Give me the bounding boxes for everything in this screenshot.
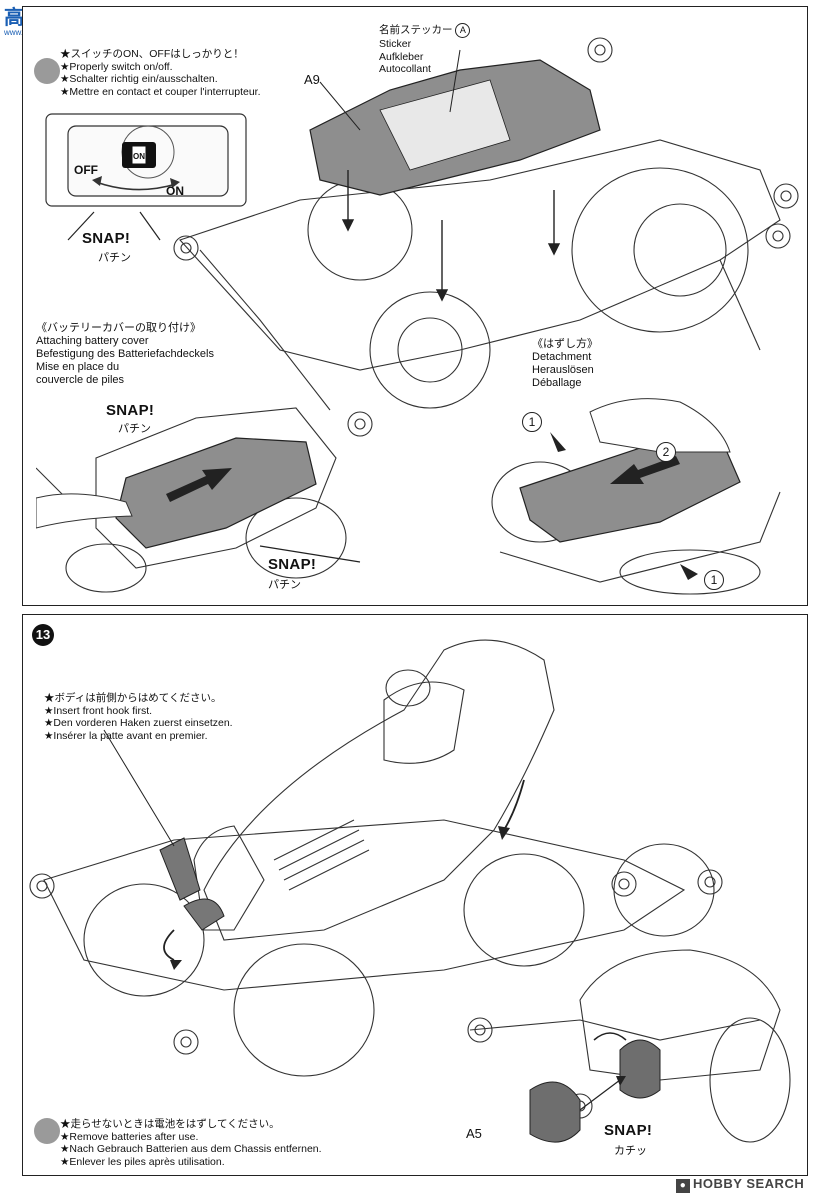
watermark-icon: ● (676, 1179, 690, 1193)
attach-snap-label-2: SNAP! (268, 556, 317, 573)
attach-battery-cover-title: 《バッテリーカバーの取り付け》 Attaching battery cover … (36, 322, 214, 386)
chassis-battery-cover-drawing (173, 37, 799, 437)
attach-cover-drawing (36, 407, 347, 593)
hobby-search-watermark: ●HOBBY SEARCH (676, 1176, 804, 1193)
switch-detail-drawing: ON (45, 113, 247, 207)
detach-cover-drawing (491, 398, 781, 595)
battery-removal-drawing (467, 949, 791, 1143)
snap-jp-label: パチン (98, 252, 131, 264)
off-label: OFF (74, 163, 98, 177)
switch-note: ★スイッチのON、OFFはしっかりと！ ★Properly switch on/… (60, 48, 261, 98)
caution-icon-2 (34, 1118, 60, 1144)
sticker-label: 名前ステッカー A Sticker Aufkleber Autocollant (379, 23, 471, 76)
attach-snap-jp-2: パチン (268, 579, 301, 591)
battery-snap-label: SNAP! (604, 1122, 653, 1139)
switch-on-text: ON (133, 152, 145, 161)
step-13-number: 13 (32, 624, 54, 646)
attach-snap-label-1: SNAP! (106, 402, 155, 419)
battery-snap-jp-label: カチッ (614, 1145, 647, 1157)
detach-step-1-badge: 1 (522, 412, 542, 432)
attach-snap-line (259, 545, 361, 563)
sticker-letter-badge: A (455, 23, 471, 38)
part-a9-label: A9 (304, 72, 320, 87)
detach-step-3-badge: 1 (704, 570, 724, 590)
body-hook-note: ★ボディは前側からはめてください。 ★Insert front hook fir… (44, 692, 233, 742)
caution-icon (34, 58, 60, 84)
part-a5-label: A5 (466, 1126, 482, 1141)
detachment-title: 《はずし方》 Detachment Herauslösen Déballage (532, 338, 598, 389)
snap-label: SNAP! (82, 230, 131, 247)
snap-lines (67, 211, 161, 241)
body-mounting-drawing (29, 639, 723, 1077)
detach-step-2-badge: 2 (656, 442, 676, 462)
attach-snap-jp-1: パチン (118, 423, 151, 435)
battery-removal-note: ★走らせないときは電池をはずしてください。 ★Remove batteries … (60, 1118, 322, 1168)
on-label: ON (166, 184, 184, 198)
